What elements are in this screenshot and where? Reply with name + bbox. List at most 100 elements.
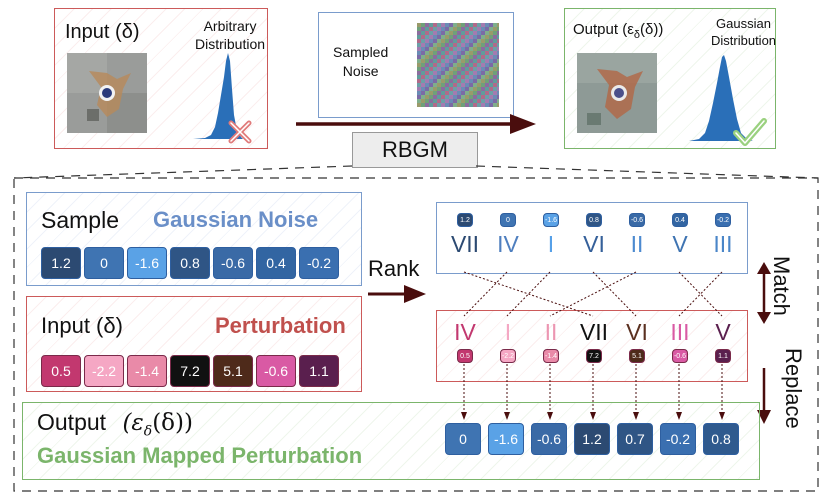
output-tile-3: 1.2 <box>574 423 610 455</box>
output-image <box>577 53 657 133</box>
replace-arrowhead-5 <box>676 412 682 420</box>
replace-arrowhead-4 <box>633 412 639 420</box>
match-double-arrow <box>757 262 771 324</box>
output-top-word: Output (ε <box>573 21 634 38</box>
output-formula-sub: δ <box>143 423 153 440</box>
output-formula-open: (ε <box>122 410 144 436</box>
sample-tile-5: 0.4 <box>256 247 296 279</box>
output-top-sub: δ <box>633 29 641 41</box>
input-tile-5: -0.6 <box>256 355 296 387</box>
gaussian-mapped-perturbation-title: Gaussian Mapped Perturbation <box>37 443 363 468</box>
replace-arrowhead-2 <box>547 412 553 420</box>
input-panel: Input (δ) Arbitrary Distribution <box>54 8 268 149</box>
cat-perturbed-image <box>67 53 147 133</box>
sampled-noise-label: Sampled Noise <box>333 44 389 79</box>
rank-arrow <box>368 285 426 303</box>
ranked-noise-tile-4: -0.6 <box>629 213 645 227</box>
sample-tile-6: -0.2 <box>299 247 339 279</box>
match-line-1 <box>463 271 508 317</box>
ranked-perturbation-tile-3: 7.2 <box>586 349 602 363</box>
sampled-noise-panel: Sampled Noise <box>318 12 514 118</box>
replace-arrowhead-0 <box>461 412 467 420</box>
gaussian-distribution-label: Gaussian Distribution <box>711 16 777 48</box>
ranked-noise-tile-2: -1.6 <box>543 213 559 227</box>
ranked-noise-numeral-1: IV <box>497 231 519 257</box>
ranked-perturbation-tile-0: 0.5 <box>457 349 473 363</box>
noise-image <box>417 23 499 107</box>
input-tile-4: 5.1 <box>213 355 253 387</box>
sample-tile-0: 1.2 <box>41 247 81 279</box>
ranked-noise-tile-0: 1.2 <box>457 213 473 227</box>
input-tile-1: -2.2 <box>84 355 124 387</box>
input-image <box>67 53 147 133</box>
ranked-perturbation-tile-5: -0.6 <box>672 349 688 363</box>
main-arrow <box>296 114 536 134</box>
sample-tile-2: -1.6 <box>127 247 167 279</box>
ranked-noise-numeral-2: I <box>547 231 555 257</box>
output-tile-2: -0.6 <box>531 423 567 455</box>
cat-output-image <box>577 53 657 133</box>
output-top-label: Output (εδ(δ)) <box>573 21 663 41</box>
ranked-noise-tile-5: 0.4 <box>672 213 688 227</box>
ranked-noise-numeral-6: III <box>713 231 733 257</box>
ranked-perturbation-numeral-1: I <box>504 319 512 345</box>
replace-arrowhead-3 <box>590 412 596 420</box>
sample-word: Sample <box>41 207 119 233</box>
ranked-noise-numeral-3: VI <box>583 231 605 257</box>
sample-tile-1: 0 <box>84 247 124 279</box>
replace-down-arrow <box>757 368 771 424</box>
output-formula-tail: (δ)) <box>152 410 193 436</box>
output-tile-5: -0.2 <box>660 423 696 455</box>
ranked-noise-numeral-5: V <box>672 231 688 257</box>
sample-tile-3: 0.8 <box>170 247 210 279</box>
ranked-perturbation-tile-6: 1.1 <box>715 349 731 363</box>
ranked-perturbation-tile-1: -2.2 <box>500 349 516 363</box>
ranked-perturbation-numeral-3: VII <box>579 319 609 345</box>
ranked-perturbation-numeral-6: V <box>715 319 731 345</box>
output-top-tail: (δ)) <box>640 21 664 38</box>
ranked-perturbation-tile-4: 5.1 <box>629 349 645 363</box>
ranked-noise-tile-3: 0.8 <box>586 213 602 227</box>
input-tile-2: -1.4 <box>127 355 167 387</box>
ranked-perturbation-numeral-5: III <box>670 319 690 345</box>
output-formula: (εδ(δ)) <box>122 410 193 440</box>
perturbation-title: Perturbation <box>215 313 346 338</box>
gaussian-distribution-plot <box>689 55 753 141</box>
input-label: Input (δ) <box>65 21 140 43</box>
ranked-perturbation-tile-2: -1.4 <box>543 349 559 363</box>
ranked-noise-tile-1: 0 <box>500 213 516 227</box>
ranked-perturbation-numeral-0: IV <box>454 319 476 345</box>
input-tile-6: 1.1 <box>299 355 339 387</box>
output-title-line: Output (εδ(δ)) <box>37 409 193 440</box>
output-panel: Output (εδ(δ)) Gaussian Mapped Perturbat… <box>22 402 760 480</box>
output-tile-0: 0 <box>445 423 481 455</box>
input-tile-0: 0.5 <box>41 355 81 387</box>
ranked-perturbation-numeral-4: VI <box>626 319 648 345</box>
output-tile-1: -1.6 <box>488 423 524 455</box>
rbgm-label: RBGM <box>352 132 478 168</box>
match-line-0 <box>463 271 594 317</box>
rank-label: Rank <box>368 256 420 281</box>
match-line-3 <box>592 271 637 317</box>
replace-arrowhead-6 <box>719 412 725 420</box>
output-tile-4: 0.7 <box>617 423 653 455</box>
ranked-perturbation-panel: IV 0.5 I -2.2 II -1.4 VII 7.2 VI 5.1 III -0.6 V 1.1 <box>436 310 748 382</box>
output-word: Output <box>37 409 107 435</box>
arbitrary-distribution-label: Arbitrary Distribution <box>195 18 266 52</box>
ranked-noise-numeral-4: II <box>630 231 644 257</box>
replace-arrowhead-1 <box>504 412 510 420</box>
ranked-noise-tile-6: -0.2 <box>715 213 731 227</box>
match-line-4 <box>549 271 637 317</box>
sample-tile-4: -0.6 <box>213 247 253 279</box>
ranked-perturbation-numeral-2: II <box>544 319 558 345</box>
input-word: Input (δ) <box>41 313 123 338</box>
check-icon <box>733 118 767 146</box>
output-top-panel: Output (εδ(δ)) Gaussian Distribution <box>564 8 776 149</box>
output-tile-6: 0.8 <box>703 423 739 455</box>
input-tile-3: 7.2 <box>170 355 210 387</box>
